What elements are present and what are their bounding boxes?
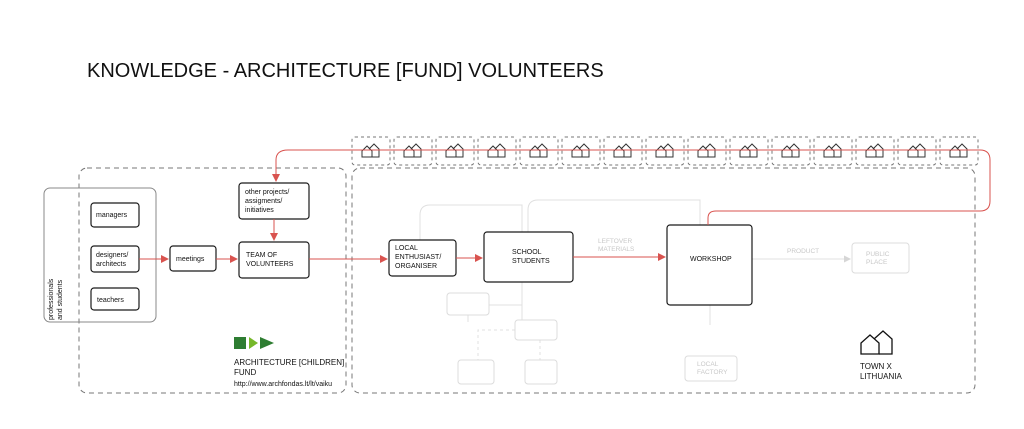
meetings-box: meetings [169,245,217,272]
logo-square [234,337,246,349]
designers-architects-label: designers/ architects [96,252,130,268]
house-box [519,136,559,166]
house-icon [529,143,548,158]
house-icon [949,143,968,158]
architecture-fund-name: ARCHITECTURE [CHILDREN] FUND [234,358,346,377]
house-box [687,136,727,166]
faint-box [514,319,558,341]
teachers-box: teachers [90,287,140,311]
faint-connector [527,199,701,232]
house-box [477,136,517,166]
designers-architects-box: designers/ architects [90,245,140,273]
local-factory-label: LOCAL FACTORY [697,361,728,376]
faint-connector [477,329,515,360]
town-icon [860,330,893,355]
house-icon [361,143,380,158]
teachers-label: teachers [97,297,124,304]
faint-background-layer [419,199,851,360]
logo-triangle [249,337,258,349]
house-box [939,136,979,166]
house-icon [571,143,590,158]
managers-box: managers [90,202,140,228]
house-icon [403,143,422,158]
house-box [603,136,643,166]
house-icon [613,143,632,158]
house-icon [823,143,842,158]
local-enthusiast-label: LOCAL ENTHUSIAST/ ORGANISER [395,245,443,270]
other-projects-box: other projects/ assigments/ initiatives [238,182,310,220]
house-box [393,136,433,166]
house-box [897,136,937,166]
faint-boxes [446,242,910,385]
local-enthusiast-box: LOCAL ENTHUSIAST/ ORGANISER [388,239,457,277]
house-icon [487,143,506,158]
school-students-box: SCHOOL STUDENTS [483,231,574,283]
town-houses-row [351,136,979,166]
public-place-label: PUBLIC PLACE [866,251,891,266]
arrow-workshop-feedback-loop [272,149,991,225]
leftover-materials-label: LEFTOVER MATERIALS [598,238,635,253]
house-box [813,136,853,166]
house-icon [907,143,926,158]
workshop-label: WORKSHOP [690,256,732,263]
professionals-label: professionals and students [48,277,64,320]
team-of-volunteers-box: TEAM OF VOLUNTEERS [238,241,310,279]
town-label: TOWN X LITHUANIA [860,362,902,381]
product-label: PRODUCT [787,248,819,255]
house-box [855,136,895,166]
house-box [645,136,685,166]
house-icon [445,143,464,158]
meetings-label: meetings [176,256,205,263]
house-icon [781,143,800,158]
house-icon [865,143,884,158]
house-icon [739,143,758,158]
faint-box [457,359,495,385]
house-icon [697,143,716,158]
school-students-label: SCHOOL STUDENTS [512,249,550,265]
house-box [729,136,769,166]
other-projects-label: other projects/ assigments/ initiatives [245,189,291,214]
architecture-fund-url[interactable]: http://www.archfondas.lt/lt/vaiku [234,381,332,388]
public-place-box [851,242,910,274]
workshop-box: WORKSHOP [666,224,753,306]
logo-triangle [260,337,274,349]
house-box [771,136,811,166]
team-of-volunteers-label: TEAM OF VOLUNTEERS [246,252,294,268]
town-region [351,167,976,394]
house-box [435,136,475,166]
house-box [351,136,391,166]
faint-connector [419,204,523,240]
faint-box [524,359,558,385]
local-factory-box [684,355,738,382]
flow-arrows [139,149,991,263]
managers-label: managers [96,212,128,219]
architecture-fund-logo [234,337,274,349]
house-icon [655,143,674,158]
house-box [561,136,601,166]
professionals-group [43,187,157,323]
faint-box [446,292,490,316]
faint-labels: LEFTOVER MATERIALS PRODUCT PUBLIC PLACE … [598,238,891,376]
diagram-title: KNOWLEDGE - ARCHITECTURE [FUND] VOLUNTEE… [87,60,604,82]
